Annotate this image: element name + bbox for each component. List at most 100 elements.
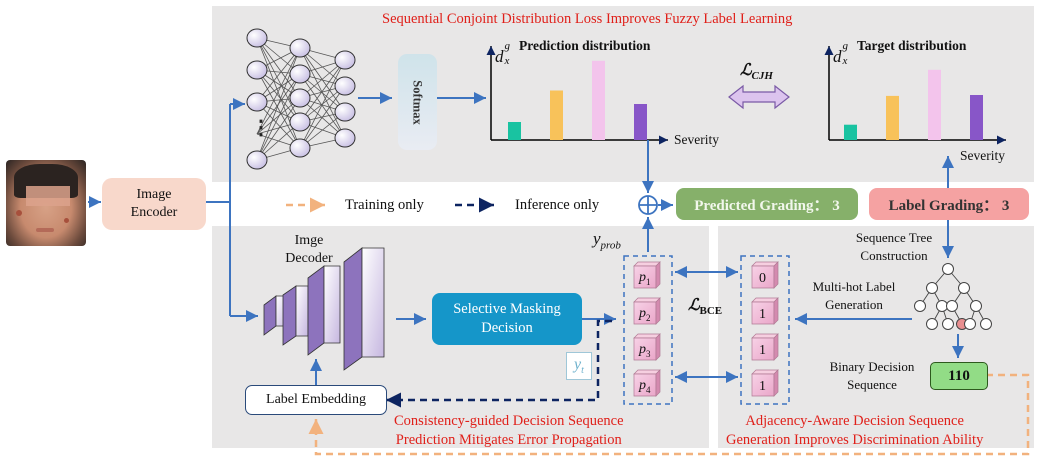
tree-node	[942, 318, 954, 330]
bottom-left-caption: Consistency-guided Decision Sequence Pre…	[394, 412, 624, 450]
p-cube-label-4: p4	[639, 379, 651, 395]
p-cube-3	[633, 333, 661, 361]
tree-node	[926, 318, 938, 330]
face-photo	[6, 160, 86, 246]
sequence-tree-label: Sequence Tree Construction	[855, 230, 933, 263]
binary-cube-label-3: 1	[759, 343, 766, 358]
tree-node	[980, 318, 992, 330]
loss-bce-symbol: ℒ	[688, 297, 700, 314]
target-y-sub: x	[842, 55, 848, 67]
nn-hidden-node	[289, 38, 311, 58]
image-encoder-block: Image Encoder	[102, 178, 206, 230]
nn-output-node	[334, 128, 356, 148]
binary-cube-label-4: 1	[759, 379, 766, 394]
p-cube-sub: 3	[646, 348, 651, 359]
target-bar-1	[886, 95, 899, 140]
neural-network	[246, 28, 356, 170]
nn-hidden-node	[289, 138, 311, 158]
target-chart-title: Target distribution	[857, 38, 967, 53]
tree-node	[942, 263, 954, 275]
p-cube-label-1: p1	[639, 271, 651, 287]
tree-node	[946, 300, 958, 312]
pred-y-symbol: d	[495, 47, 504, 66]
binary-cube-4	[751, 369, 779, 397]
label-embedding-label: Label Embedding	[266, 392, 366, 407]
nn-input-node	[246, 150, 268, 170]
bottom-left-caption-line-2: Prediction Mitigates Error Propagation	[395, 431, 622, 448]
tree-node	[936, 300, 948, 312]
pred-bar-3	[634, 104, 647, 140]
pred-chart-x-label: Severity	[674, 132, 719, 147]
sequence-value-box: 110	[930, 362, 988, 390]
target-bar-2	[928, 69, 941, 140]
selective-masking-label: Selective Masking Decision	[453, 301, 561, 336]
nn-input-node	[246, 92, 268, 112]
bottom-left-caption-line-1: Consistency-guided Decision Sequence	[394, 413, 624, 429]
plus-circle-icon	[638, 195, 658, 215]
nn-hidden-node	[289, 64, 311, 84]
p-cube-sub: 1	[646, 276, 651, 287]
image-decoder-stack	[263, 247, 385, 371]
image-encoder-label: Image Encoder	[130, 186, 178, 220]
p-cube-base: p	[639, 342, 646, 357]
binary-cube-label-2: 1	[759, 307, 766, 322]
loss-cjh-label: ℒCJH	[740, 63, 773, 82]
predicted-grading-box: Predicted Grading： 3	[676, 188, 858, 220]
label-grading-label: Label Grading： 3	[888, 197, 1010, 214]
binary-cube-3	[751, 333, 779, 361]
p-cube-label-3: p3	[639, 343, 651, 359]
bottom-right-caption-line-1: Adjacency-Aware Decision Sequence	[745, 413, 964, 429]
bottom-right-caption: Adjacency-Aware Decision Sequence Genera…	[726, 412, 983, 450]
p-cube-1	[633, 261, 661, 289]
nn-output-node	[334, 102, 356, 122]
sequence-tree	[914, 263, 992, 330]
pred-bar-1	[550, 90, 563, 140]
nn-output-node	[334, 76, 356, 96]
legend-training-label: Training only	[345, 197, 424, 213]
target-y-symbol: d	[833, 47, 842, 66]
p-cube-2	[633, 297, 661, 325]
p-cube-base: p	[639, 306, 646, 321]
y-prob-label: yprob	[593, 230, 621, 251]
label-grading-box: Label Grading： 3	[869, 188, 1029, 220]
sequence-value: 110	[948, 367, 970, 384]
eye-blur	[26, 186, 70, 206]
tree-node	[964, 318, 976, 330]
binary-cube-label-1: 0	[759, 271, 766, 286]
loss-cjh-symbol: ℒ	[740, 62, 752, 79]
nn-hidden-node	[289, 112, 311, 132]
y-prob-symbol: y	[593, 229, 601, 248]
p-cube-group-box	[623, 255, 673, 405]
p-cube-sub: 4	[646, 384, 651, 395]
p-cube-sub: 2	[646, 312, 651, 323]
target-bar-3	[970, 95, 983, 140]
nn-input-node	[246, 28, 268, 48]
legend-inference-label: Inference only	[515, 197, 600, 213]
pred-bar-0	[508, 122, 521, 140]
binary-cube-1	[751, 261, 779, 289]
target-chart-x-label: Severity	[960, 148, 1005, 163]
decoder-label: Imge Decoder	[285, 233, 333, 266]
y-t-box: yt	[566, 352, 592, 380]
top-caption: Sequential Conjoint Distribution Loss Im…	[382, 11, 793, 27]
loss-bce-label: ℒBCE	[688, 298, 722, 317]
target-y-sup: g	[842, 40, 849, 52]
label-embedding-box: Label Embedding	[245, 385, 387, 415]
nn-input-node	[246, 60, 268, 80]
binary-cube-2	[751, 297, 779, 325]
target-bar-0	[844, 124, 857, 140]
y-t-symbol: y	[574, 355, 582, 373]
tree-node	[926, 282, 938, 294]
softmax-label: Softmax	[411, 79, 426, 125]
pred-chart-title: Prediction distribution	[519, 38, 651, 53]
p-cube-base: p	[639, 270, 646, 285]
bottom-right-caption-line-2: Generation Improves Discrimination Abili…	[726, 431, 984, 448]
nn-ellipsis: ⋮	[251, 117, 271, 139]
nn-output-node	[334, 50, 356, 70]
p-cube-label-2: p2	[639, 307, 651, 323]
y-prob-sub: prob	[600, 239, 621, 252]
nn-hidden-node	[289, 88, 311, 108]
